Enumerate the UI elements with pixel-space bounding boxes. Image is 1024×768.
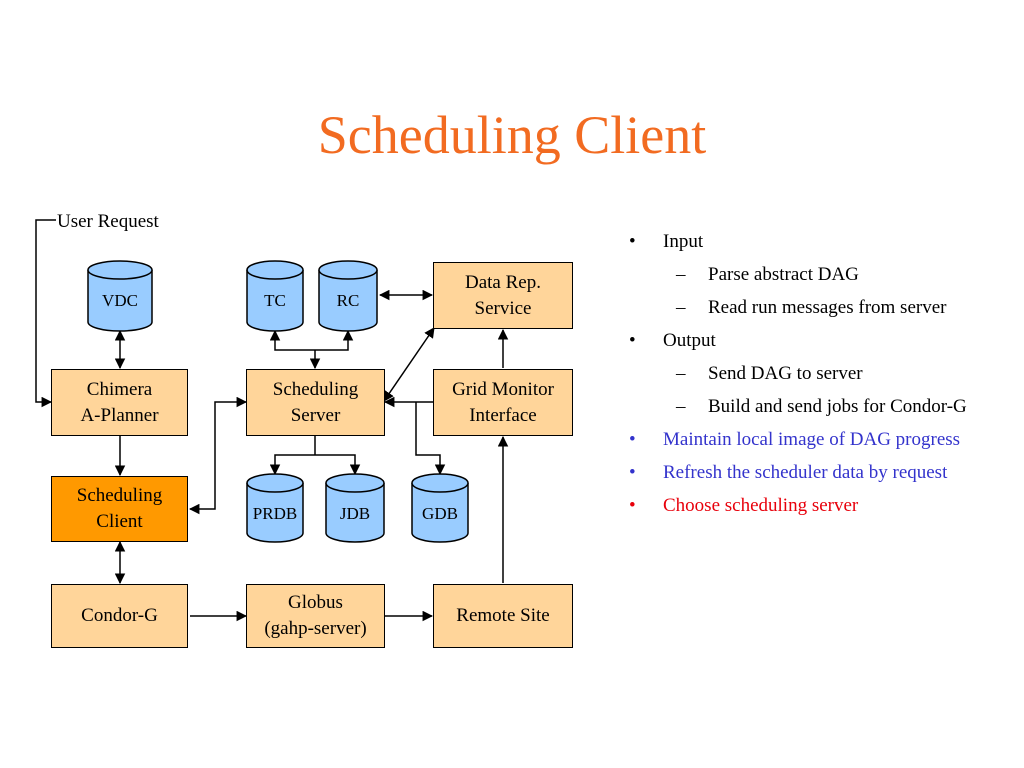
condor-g-box: Condor-G <box>51 584 188 648</box>
prdb-jdb-connector <box>269 454 361 476</box>
bullet-output: Output <box>620 327 1000 354</box>
rc-label: RC <box>336 291 360 310</box>
tc-label: TC <box>264 291 286 310</box>
globus-box: Globus(gahp-server) <box>246 584 385 648</box>
sub-bullet-send: Send DAG to server <box>620 360 1000 387</box>
sub-bullet-read: Read run messages from server <box>620 294 1000 321</box>
vdc-label: VDC <box>102 291 138 310</box>
sub-bullet-build: Build and send jobs for Condor-G <box>620 393 1000 420</box>
user-request-arrow <box>35 219 56 408</box>
remote-site-box: Remote Site <box>433 584 573 648</box>
bullet-input: Input <box>620 228 1000 255</box>
bullet-choose: Choose scheduling server <box>620 492 1000 519</box>
jdb-database-icon <box>325 473 385 543</box>
gdb-label: GDB <box>422 504 458 523</box>
data-rep-service-box: Data Rep.Service <box>433 262 573 329</box>
sub-bullet-parse: Parse abstract DAG <box>620 261 1000 288</box>
gdb-database-icon <box>411 473 469 543</box>
client-server-arrow <box>188 396 248 515</box>
prdb-label: PRDB <box>252 504 298 523</box>
prdb-database-icon <box>246 473 304 543</box>
bullet-list: Input Parse abstract DAG Read run messag… <box>620 228 1000 525</box>
monitor-gdb-arrow <box>415 402 446 476</box>
tc-database-icon <box>246 260 304 332</box>
tc-rc-connector <box>269 329 354 351</box>
user-request-label: User Request <box>57 211 159 232</box>
page-title: Scheduling Client <box>317 105 707 165</box>
datarep-server-arrow <box>383 327 435 402</box>
bullet-maintain: Maintain local image of DAG progress <box>620 426 1000 453</box>
vdc-database-icon <box>87 260 153 332</box>
bullet-refresh: Refresh the scheduler data by request <box>620 459 1000 486</box>
jdb-label: JDB <box>339 504 371 523</box>
rc-database-icon <box>318 260 378 332</box>
